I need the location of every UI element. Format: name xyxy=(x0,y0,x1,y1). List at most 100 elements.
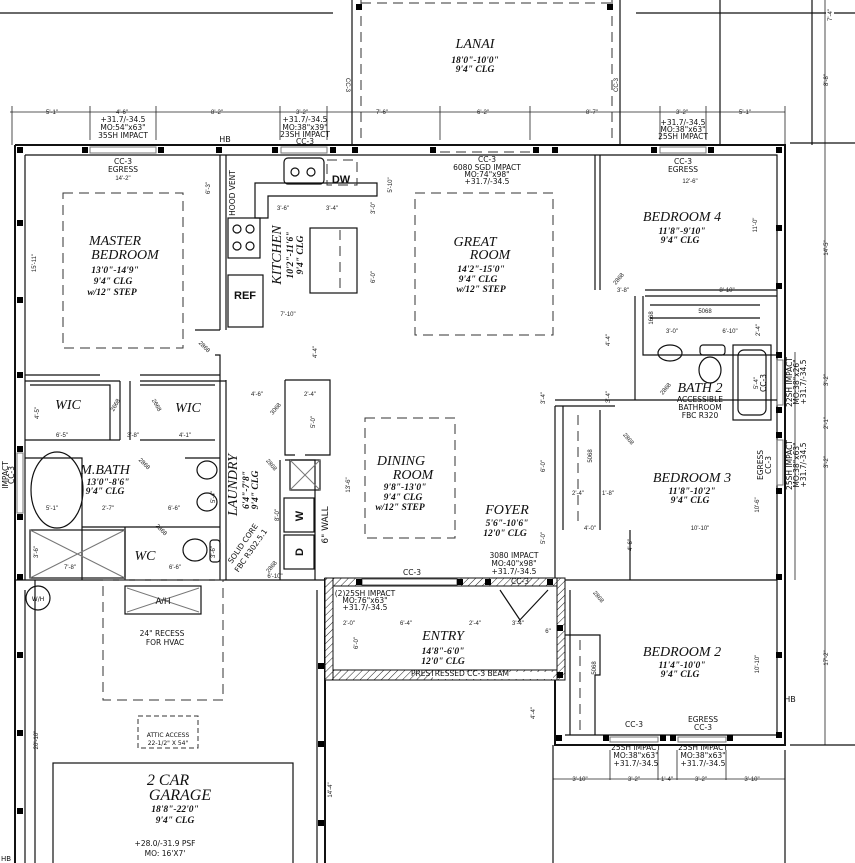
hose-bib-label: HB xyxy=(219,135,231,144)
dim: 14'-2" xyxy=(115,176,130,182)
dim: 6'-5" xyxy=(56,433,68,439)
tub-dim: 5'-4" xyxy=(754,377,760,389)
room-name: GREAT xyxy=(453,235,497,250)
room-size: 10'2"-11'6" xyxy=(286,232,296,279)
room-size: 13'0"-8'6" xyxy=(87,478,130,488)
top-dimensions: 5'-1" 4'-6" 8'-2" 3'-2" 7'-6" 6'-2" 8'-7… xyxy=(10,106,786,145)
window-label: CC-3 xyxy=(478,155,496,164)
door-size: 1668 xyxy=(649,311,655,325)
room-ceiling: 12'0" CLG xyxy=(483,529,527,539)
dim: 2'-4" xyxy=(304,392,316,398)
dim: 6'-0" xyxy=(541,460,547,472)
window-label: MO:38"x26" xyxy=(792,359,801,404)
room-dining: DINING ROOM 9'8"-13'0" 9'4" CLG w/12" ST… xyxy=(375,454,434,513)
window-label: 25SH IMPACT xyxy=(611,743,661,752)
door-size: 2668 xyxy=(150,398,162,413)
room-size: 5'6"-10'6" xyxy=(486,519,529,529)
room-size: 6'4"-7'8" xyxy=(242,471,252,509)
dim: 4'-4" xyxy=(606,334,612,346)
dim-top: 8'-7" xyxy=(586,110,598,116)
garage-door-opening: MO: 16'X7' xyxy=(145,849,186,858)
dim: 5'-1" xyxy=(46,506,58,512)
dim: 5'-10" xyxy=(388,177,394,192)
room-name: ROOM xyxy=(392,468,435,483)
dim: 10'-10" xyxy=(755,655,761,674)
room-size: 11'4"-10'0" xyxy=(659,661,706,671)
door-label: 3080 IMPACT xyxy=(489,551,538,560)
dim: 3'-0" xyxy=(666,329,678,335)
dim: 4'-1" xyxy=(179,433,191,439)
window-label: 25SH IMPACT xyxy=(678,743,728,752)
lanai-right-note: CC-3 xyxy=(614,77,620,92)
window-label: IMPACT xyxy=(1,461,10,489)
dim: 6'-4" xyxy=(400,621,412,627)
window-label: +31.7/-34.5 xyxy=(799,359,808,404)
dim: 13'-6" xyxy=(346,477,352,492)
window-label: CC-3 xyxy=(625,720,643,729)
window-label: +31.7/-34.5 xyxy=(681,759,726,768)
window-label: MO:76"x63" xyxy=(342,596,387,605)
beam-label: PRESTRESSED CC-3 BEAM xyxy=(411,669,509,678)
door-size: 2868 xyxy=(264,458,278,473)
room-size: 13'0"-14'9" xyxy=(91,266,139,276)
dim: 11'-0" xyxy=(753,218,759,233)
room-labels: MASTER BEDROOM 13'0"-14'9" 9'4" CLG w/12… xyxy=(55,210,731,858)
dim-top: 5'-1" xyxy=(46,110,58,116)
washer-label: W xyxy=(294,510,306,521)
door-size: 2868 xyxy=(591,590,605,605)
dim-right: 14'-5" xyxy=(824,240,830,255)
window-label: CC-3 xyxy=(7,466,16,484)
room-note: BATHROOM xyxy=(678,403,721,412)
room-ceiling: 9'4" CLG xyxy=(671,496,710,506)
dim: 8'-0" xyxy=(275,509,281,521)
room-great-room: GREAT ROOM 14'2"-15'0" 9'4" CLG w/12" ST… xyxy=(453,235,511,295)
window-label: 6080 SGD IMPACT xyxy=(453,163,521,172)
dim: 4'-6" xyxy=(251,392,263,398)
window-label: CC-3 xyxy=(759,374,768,392)
hose-bib-label: HB xyxy=(1,855,11,863)
room-size: 14'8"-6'0" xyxy=(422,647,465,657)
room-name: BATH 2 xyxy=(678,381,723,396)
room-entry: ENTRY 14'8"-6'0" 12'0" CLG xyxy=(421,629,466,667)
window-label: +31.7/-34.5 xyxy=(465,177,510,186)
room-size: 14'2"-15'0" xyxy=(457,265,505,275)
dim: 3'-6" xyxy=(277,206,289,212)
room-bedroom-4: BEDROOM 4 11'8"-9'10" 9'4" CLG xyxy=(643,210,721,246)
room-ceiling: 9'4" CLG xyxy=(661,236,700,246)
door-label: CC-3 xyxy=(511,577,529,586)
dim: 3'-8" xyxy=(617,288,629,294)
room-name: FOYER xyxy=(484,503,529,518)
dim: 4'-6" xyxy=(628,539,634,551)
room-wc: WC xyxy=(135,549,157,564)
dim: 2'-4" xyxy=(756,324,762,336)
room-name: BEDROOM 2 xyxy=(643,645,721,660)
dim: 6'-6" xyxy=(169,565,181,571)
door-size: 2868 xyxy=(613,272,627,287)
window-label: +31.7/-34.5 xyxy=(283,115,328,124)
dim-top: 7'-6" xyxy=(376,110,388,116)
window-label: CC-3 xyxy=(764,456,773,474)
dim-top: 8'-2" xyxy=(211,110,223,116)
dim-top: 4'-6" xyxy=(116,110,128,116)
room-bath-2: BATH 2 ACCESSIBLE BATHROOM FBC R320 xyxy=(677,381,723,420)
dim: 3'-0" xyxy=(371,202,377,214)
window-label: MO:38"x39" xyxy=(282,123,327,132)
dim: 3'-4" xyxy=(606,391,612,403)
room-ceiling: 9'4" CLG xyxy=(86,487,125,497)
window-label: MO:74"x98" xyxy=(464,170,509,179)
window-label: +31.7/-34.5 xyxy=(799,442,808,487)
interior-dimensions: 14'-2" 15'-11" 6'-3" 5'-10" 3'-6" 3'-4" … xyxy=(32,176,762,798)
room-ceiling: 9'4" CLG xyxy=(296,235,306,274)
dim-bottom: 3'-2" xyxy=(695,777,707,783)
right-dimensions: 7'-4" 8'-8" 14'-5" 3'-2" 2'-1" 3'-2" 17'… xyxy=(790,0,855,746)
room-name: 2 CAR xyxy=(147,772,189,789)
door-size: 2868 xyxy=(137,457,151,471)
room-size: 11'8"-9'10" xyxy=(659,227,706,237)
dim: 15'-11" xyxy=(32,254,38,272)
window-label: 23SH IMPACT xyxy=(280,130,330,139)
recess-note: 24" RECESS xyxy=(140,629,185,638)
window-label: CC-3 xyxy=(296,137,314,146)
window-label: CC-3 xyxy=(694,723,712,732)
window-label: 25SH IMPACT xyxy=(658,132,708,141)
